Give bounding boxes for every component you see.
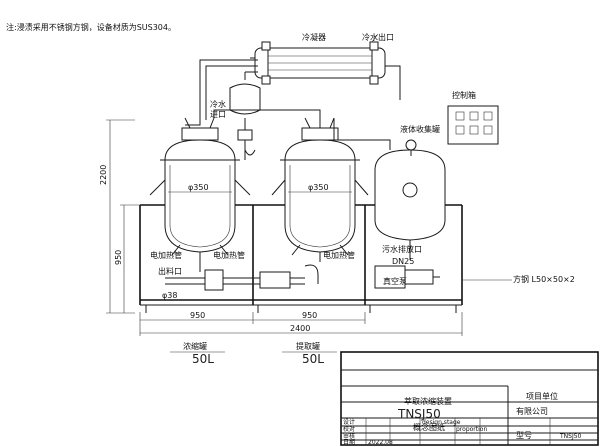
sewage-outlet-label: 污水排放口 — [382, 244, 422, 254]
left-tank-diameter: φ350 — [188, 183, 209, 192]
cold-water-in-label-1: 冷水 — [210, 99, 226, 109]
heater-label-middle: 电加热管 — [323, 250, 355, 260]
tank1-name: 浓缩罐 — [183, 341, 207, 351]
tank2-name: 提取罐 — [296, 341, 320, 351]
cold-water-out-label: 冷水出口 — [362, 32, 394, 42]
model-label: 型号 — [516, 431, 532, 440]
small-cell-1: 设计 — [343, 418, 355, 426]
extraction-tank-left — [149, 117, 251, 262]
unit-label: 项目单位 — [526, 391, 558, 401]
dim-width-total: 2400 — [290, 324, 310, 333]
small-cell-4: 日期 — [343, 438, 355, 446]
title-date: 2022.08 — [368, 439, 393, 446]
vacuum-pump — [374, 265, 440, 289]
vacuum-pump-label: 真空泵 — [383, 276, 407, 286]
discharge-pipeline — [165, 262, 319, 291]
title-block — [340, 351, 599, 446]
horizontal-dimensions — [139, 312, 463, 336]
small-cell-2: 校对 — [343, 425, 355, 433]
liquid-collection-tank — [374, 139, 446, 260]
heater-label-left-1: 电加热管 — [150, 250, 182, 260]
small-cell-3: 审核 — [343, 432, 355, 440]
model-big: TNSJ50 — [397, 407, 441, 421]
company-name: 有限公司 — [516, 406, 548, 416]
dim-width-middle: 950 — [302, 311, 317, 320]
extraction-tank-middle — [271, 117, 369, 262]
heater-label-left-2: 电加热管 — [213, 250, 245, 260]
middle-tank-diameter: φ350 — [308, 183, 329, 192]
steel-spec-label: 方钢 L50×50×2 — [513, 274, 575, 284]
tank1-volume: 50L — [192, 352, 214, 366]
model-value: TNSJ50 — [559, 433, 582, 440]
material-note: 注:浸渍采用不锈钢方钢，设备材质为SUS304。 — [6, 22, 176, 32]
vertical-dimensions — [106, 119, 140, 314]
proportion-label: proportion — [456, 426, 487, 433]
cold-water-in-label-2: 进口 — [210, 110, 226, 119]
design-stage-label: design stage — [422, 419, 461, 426]
dim-width-left: 950 — [190, 311, 205, 320]
control-box-label: 控制箱 — [452, 90, 476, 100]
dim-height-leg: 950 — [114, 250, 123, 265]
outlet-label: 出料口 — [158, 266, 182, 276]
liquid-tank-label: 液体收集罐 — [400, 124, 440, 134]
sewage-dn-label: DN25 — [392, 257, 414, 266]
condenser — [250, 41, 392, 85]
project-name: 萃取浓缩装置 — [404, 396, 452, 406]
receiver-flask — [229, 71, 261, 160]
tank2-volume: 50L — [302, 352, 324, 366]
control-box — [447, 105, 499, 145]
pipe-diameter-label: φ38 — [162, 291, 177, 300]
drawing-kind: 概念图纸 — [413, 422, 445, 432]
dim-height-total: 2200 — [99, 165, 108, 185]
condenser-label: 冷凝器 — [302, 32, 326, 42]
